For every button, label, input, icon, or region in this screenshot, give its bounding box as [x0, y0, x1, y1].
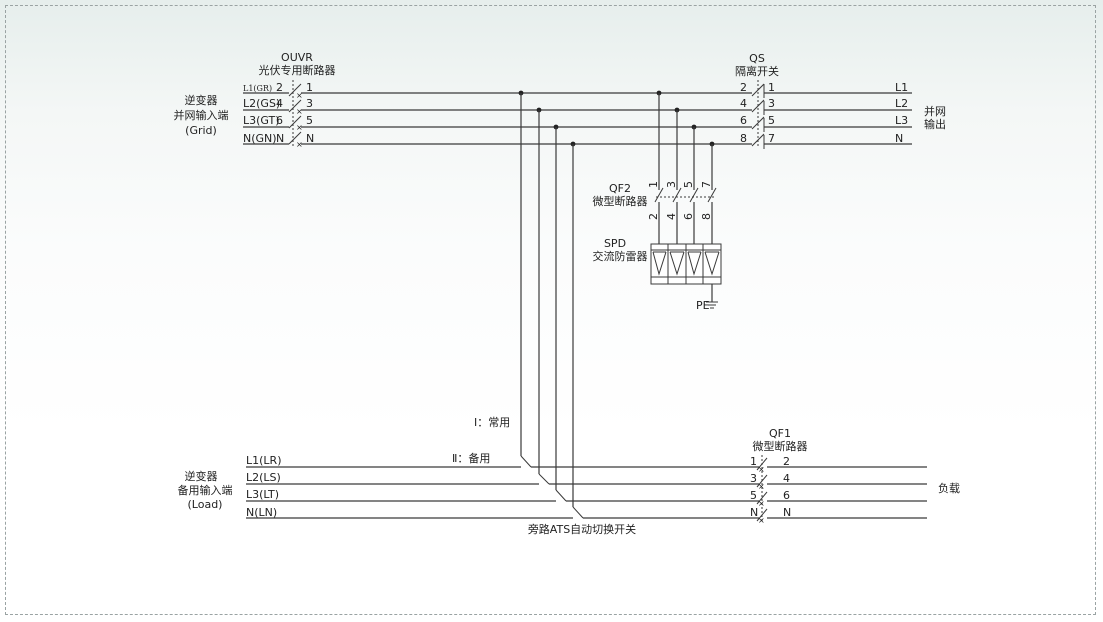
backup-input-label-2: 备用输入端: [178, 483, 233, 497]
qs-term-in-1: 2: [740, 81, 747, 94]
qf1-term-out-2: 2: [783, 455, 790, 468]
qs-term-in-3: 6: [740, 114, 747, 127]
qs-switch-blades: [751, 80, 765, 149]
qs-code: QS: [749, 52, 765, 65]
ouvr-x-1: ×: [296, 91, 303, 100]
grid-input-label-1: 逆变器: [185, 93, 218, 107]
ats-backup-label: Ⅱ：备用: [452, 451, 490, 465]
spd-name: 交流防雷器: [593, 249, 648, 263]
pe-ground-icon: [706, 284, 718, 309]
qs-term-out-3: 5: [768, 114, 775, 127]
ats-switch-contacts: [520, 455, 584, 519]
qf1-x-3: ×: [758, 499, 765, 508]
qf1-code: QF1: [769, 427, 791, 440]
qf2-name: 微型断路器: [593, 194, 648, 208]
qf1-x-4: ×: [758, 516, 765, 525]
qf1-name: 微型断路器: [753, 439, 808, 453]
ouvr-term-out-1: 1: [306, 81, 313, 94]
qf2-code: QF2: [609, 182, 631, 195]
qf2-bottom-8: 8: [700, 213, 713, 220]
load-wires: [767, 466, 927, 519]
qf1-term-in-n: N: [750, 506, 758, 519]
ouvr-x-3: ×: [296, 123, 303, 132]
ouvr-term-in-4: N: [276, 132, 284, 145]
ouvr-term-out-3: 5: [306, 114, 313, 127]
ouvr-name: 光伏专用断路器: [259, 63, 336, 77]
qf2-bottom-2: 2: [647, 213, 660, 220]
grid-phase-in-l2: L2(GS): [243, 97, 280, 110]
backup-phase-l1: L1(LR): [246, 454, 281, 467]
ouvr-term-out-2: 3: [306, 97, 313, 110]
ouvr-term-in-3: 6: [276, 114, 283, 127]
qf1-term-in-1: 1: [750, 455, 757, 468]
qf1-term-out-n: N: [783, 506, 791, 519]
grid-phase-in-l1: L1(GR): [243, 84, 272, 93]
qf1-term-out-6: 6: [783, 489, 790, 502]
grid-output-label-2: 输出: [924, 117, 946, 131]
qs-term-out-2: 3: [768, 97, 775, 110]
qf2-bottom-4: 4: [665, 213, 678, 220]
grid-out-n: N: [895, 132, 903, 145]
ouvr-switch-blades: [288, 80, 302, 146]
ouvr-x-2: ×: [296, 107, 303, 116]
spd-box: [650, 243, 722, 285]
qf1-term-out-4: 4: [783, 472, 790, 485]
diagram-frame: [5, 5, 1096, 615]
grid-out-l3: L3: [895, 114, 908, 127]
qf1-term-in-5: 5: [750, 489, 757, 502]
ats-vertical-wires: [520, 93, 574, 507]
qf1-x-1: ×: [758, 465, 765, 474]
qf1-term-in-3: 3: [750, 472, 757, 485]
load-label: 负载: [938, 481, 960, 495]
ouvr-term-out-4: N: [306, 132, 314, 145]
grid-out-l1: L1: [895, 81, 908, 94]
grid-phase-in-l3: L3(GT): [243, 114, 280, 127]
qs-term-out-4: 7: [768, 132, 775, 145]
qf1-switch-blades: [756, 455, 768, 523]
grid-output-label-1: 并网: [924, 104, 946, 118]
qs-term-out-1: 1: [768, 81, 775, 94]
grid-input-label-2: 并网输入端: [174, 108, 229, 122]
qf2-top-3: 3: [665, 181, 678, 188]
backup-phase-n: N(LN): [246, 506, 277, 519]
ouvr-term-in-1: 2: [276, 81, 283, 94]
ats-name: 旁路ATS自动切换开关: [528, 522, 636, 536]
spd-code: SPD: [604, 237, 626, 250]
qs-term-in-2: 4: [740, 97, 747, 110]
grid-phase-in-n: N(GN): [243, 132, 277, 145]
backup-input-label-3: (Load): [188, 498, 223, 511]
qf2-top-7: 7: [700, 181, 713, 188]
qs-term-in-4: 8: [740, 132, 747, 145]
qs-name: 隔离开关: [735, 64, 779, 78]
qf2-top-1: 1: [647, 181, 660, 188]
grid-input-label-3: (Grid): [185, 124, 217, 137]
qf2-top-5: 5: [682, 181, 695, 188]
pe-label: PE: [696, 299, 710, 312]
grid-wires: [243, 92, 912, 145]
ouvr-x-4: ×: [296, 140, 303, 149]
ats-main-label: Ⅰ：常用: [474, 416, 510, 429]
qf2-bottom-6: 6: [682, 213, 695, 220]
ouvr-code: OUVR: [281, 51, 313, 64]
ouvr-term-in-2: 4: [276, 97, 283, 110]
ats-output-wires: [531, 466, 759, 519]
grid-out-l2: L2: [895, 97, 908, 110]
backup-wires: [246, 466, 573, 519]
qf2-vertical-wires: [654, 93, 717, 244]
backup-phase-l3: L3(LT): [246, 488, 279, 501]
backup-phase-l2: L2(LS): [246, 471, 281, 484]
backup-input-label-1: 逆变器: [185, 469, 218, 483]
qf1-x-2: ×: [758, 482, 765, 491]
